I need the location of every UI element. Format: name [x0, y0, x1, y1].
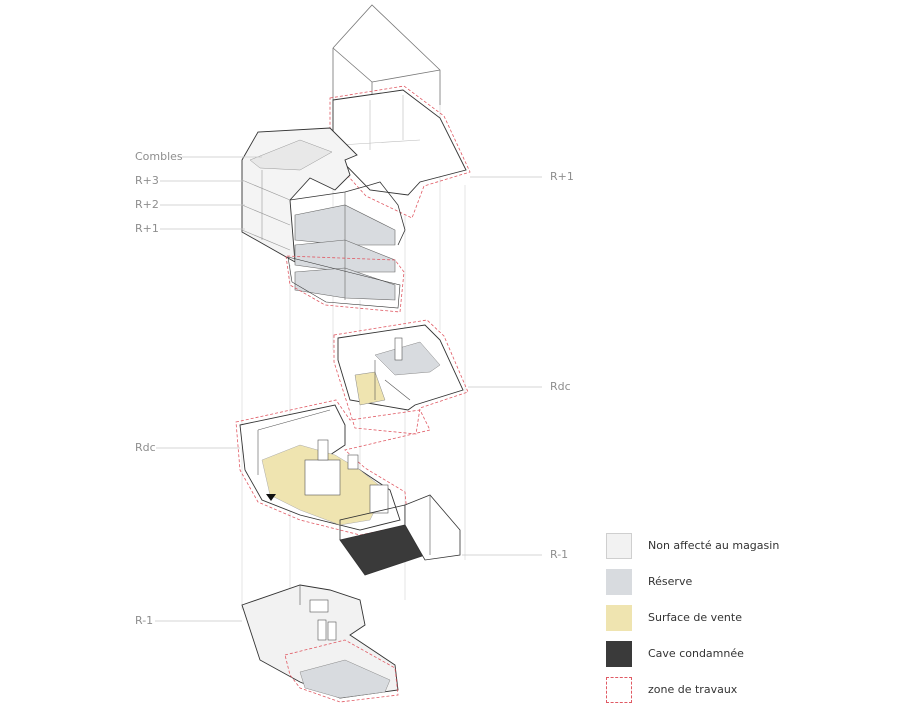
label-rm1-left: R-1 — [135, 614, 154, 627]
legend-item-surface-vente: Surface de vente — [606, 605, 806, 633]
legend-swatch — [606, 533, 632, 559]
legend-item-zone-travaux: zone de travaux — [606, 677, 806, 705]
legend-swatch — [606, 605, 632, 631]
legend-item-reserve: Réserve — [606, 569, 806, 597]
rdc-main-block — [235, 399, 431, 536]
legend-item-cave: Cave condamnée — [606, 641, 806, 669]
label-r2: R+2 — [135, 198, 159, 211]
legend-item-non-affecte: Non affecté au magasin — [606, 533, 806, 561]
label-r1-left: R+1 — [135, 222, 159, 235]
rdc-annex-block — [333, 319, 469, 435]
legend-label: Surface de vente — [648, 611, 742, 624]
rm1-main-block — [241, 584, 399, 703]
label-r3: R+3 — [135, 174, 159, 187]
legend-label: Réserve — [648, 575, 693, 588]
legend-label: zone de travaux — [648, 683, 738, 696]
upper-floors-block — [241, 127, 406, 313]
legend-swatch — [606, 569, 632, 595]
label-combles: Combles — [135, 150, 183, 163]
leader-lines — [155, 156, 542, 622]
label-rm1-right: R-1 — [550, 548, 569, 561]
rm1-cave-block — [339, 494, 461, 576]
label-rdc-right: Rdc — [550, 380, 571, 393]
legend-swatch — [606, 677, 632, 703]
label-rdc-left: Rdc — [135, 441, 156, 454]
label-r1-right: R+1 — [550, 170, 574, 183]
legend-swatch — [606, 641, 632, 667]
legend-label: Non affecté au magasin — [648, 539, 780, 552]
legend-label: Cave condamnée — [648, 647, 744, 660]
roof-volume — [332, 4, 441, 105]
